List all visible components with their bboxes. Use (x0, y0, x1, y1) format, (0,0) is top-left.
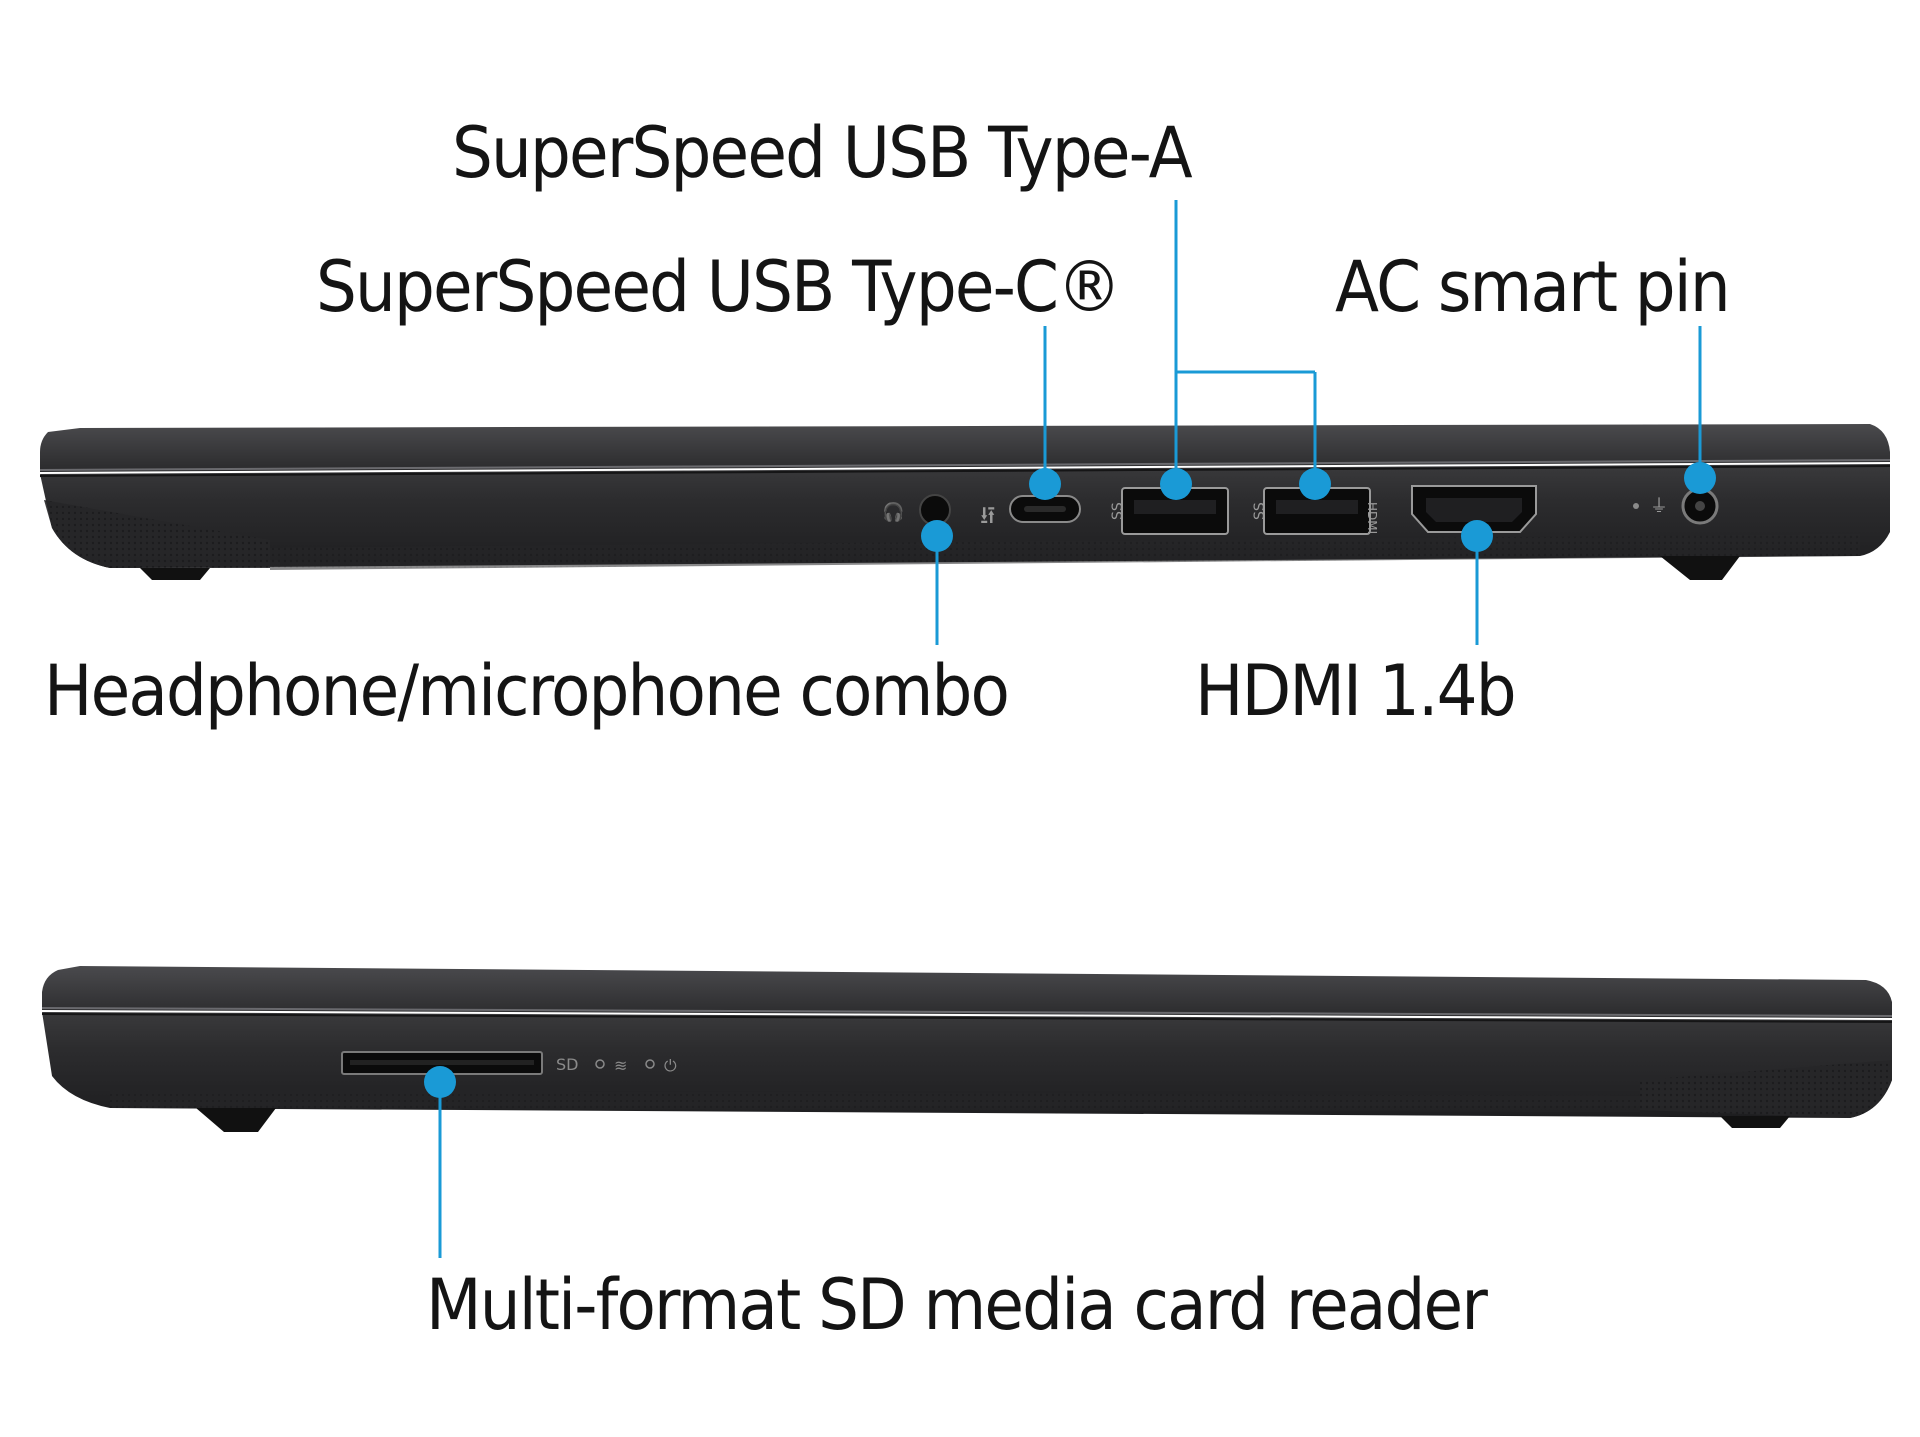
dot-usb-c (1029, 468, 1061, 500)
dot-sd-reader (424, 1066, 456, 1098)
label-ac-smart-pin: AC smart pin (1335, 246, 1731, 328)
sd-mark: SD (556, 1055, 578, 1074)
callouts-bottom (424, 1066, 456, 1258)
label-headphone-combo: Headphone/microphone combo (44, 650, 1010, 732)
sd-card-slot: SD ≋ ⏻ (341, 1051, 677, 1075)
drive-activity-icon: ≋ (614, 1056, 627, 1075)
dot-headphone (921, 520, 953, 552)
power-plug-icon: ⏚ (1650, 496, 1668, 517)
usb-a-port-1: SS (1110, 487, 1229, 535)
dot-usb-a-2 (1299, 468, 1331, 500)
usb-symbol-icon: ⭿ (980, 502, 995, 530)
label-usb-type-c: SuperSpeed USB Type-C® (316, 246, 1122, 328)
headphone-icon: 🎧 (882, 501, 904, 523)
label-hdmi: HDMI 1.4b (1195, 650, 1517, 732)
led-indicator-2 (645, 1059, 655, 1069)
label-usb-type-a: SuperSpeed USB Type-A (452, 112, 1193, 194)
laptop-side-left (39, 424, 1891, 580)
usb-c-port: ⭿ (980, 495, 1081, 530)
laptop-side-right (41, 966, 1893, 1132)
label-sd-reader: Multi-format SD media card reader (426, 1264, 1488, 1346)
callouts-top (935, 200, 1702, 645)
hdmi-port: HDMI (1365, 485, 1537, 534)
hdmi-mark: HDMI (1365, 502, 1379, 534)
dot-hdmi (1461, 520, 1493, 552)
dot-usb-a-1 (1160, 468, 1192, 500)
headphone-jack: 🎧 (882, 494, 951, 526)
power-icon: ⏻ (664, 1056, 677, 1075)
usb-a-port-2: SS (1252, 487, 1371, 535)
callout-dots-top (921, 462, 1716, 552)
led-indicator-1 (595, 1059, 605, 1069)
dot-ac-pin (1684, 462, 1716, 494)
